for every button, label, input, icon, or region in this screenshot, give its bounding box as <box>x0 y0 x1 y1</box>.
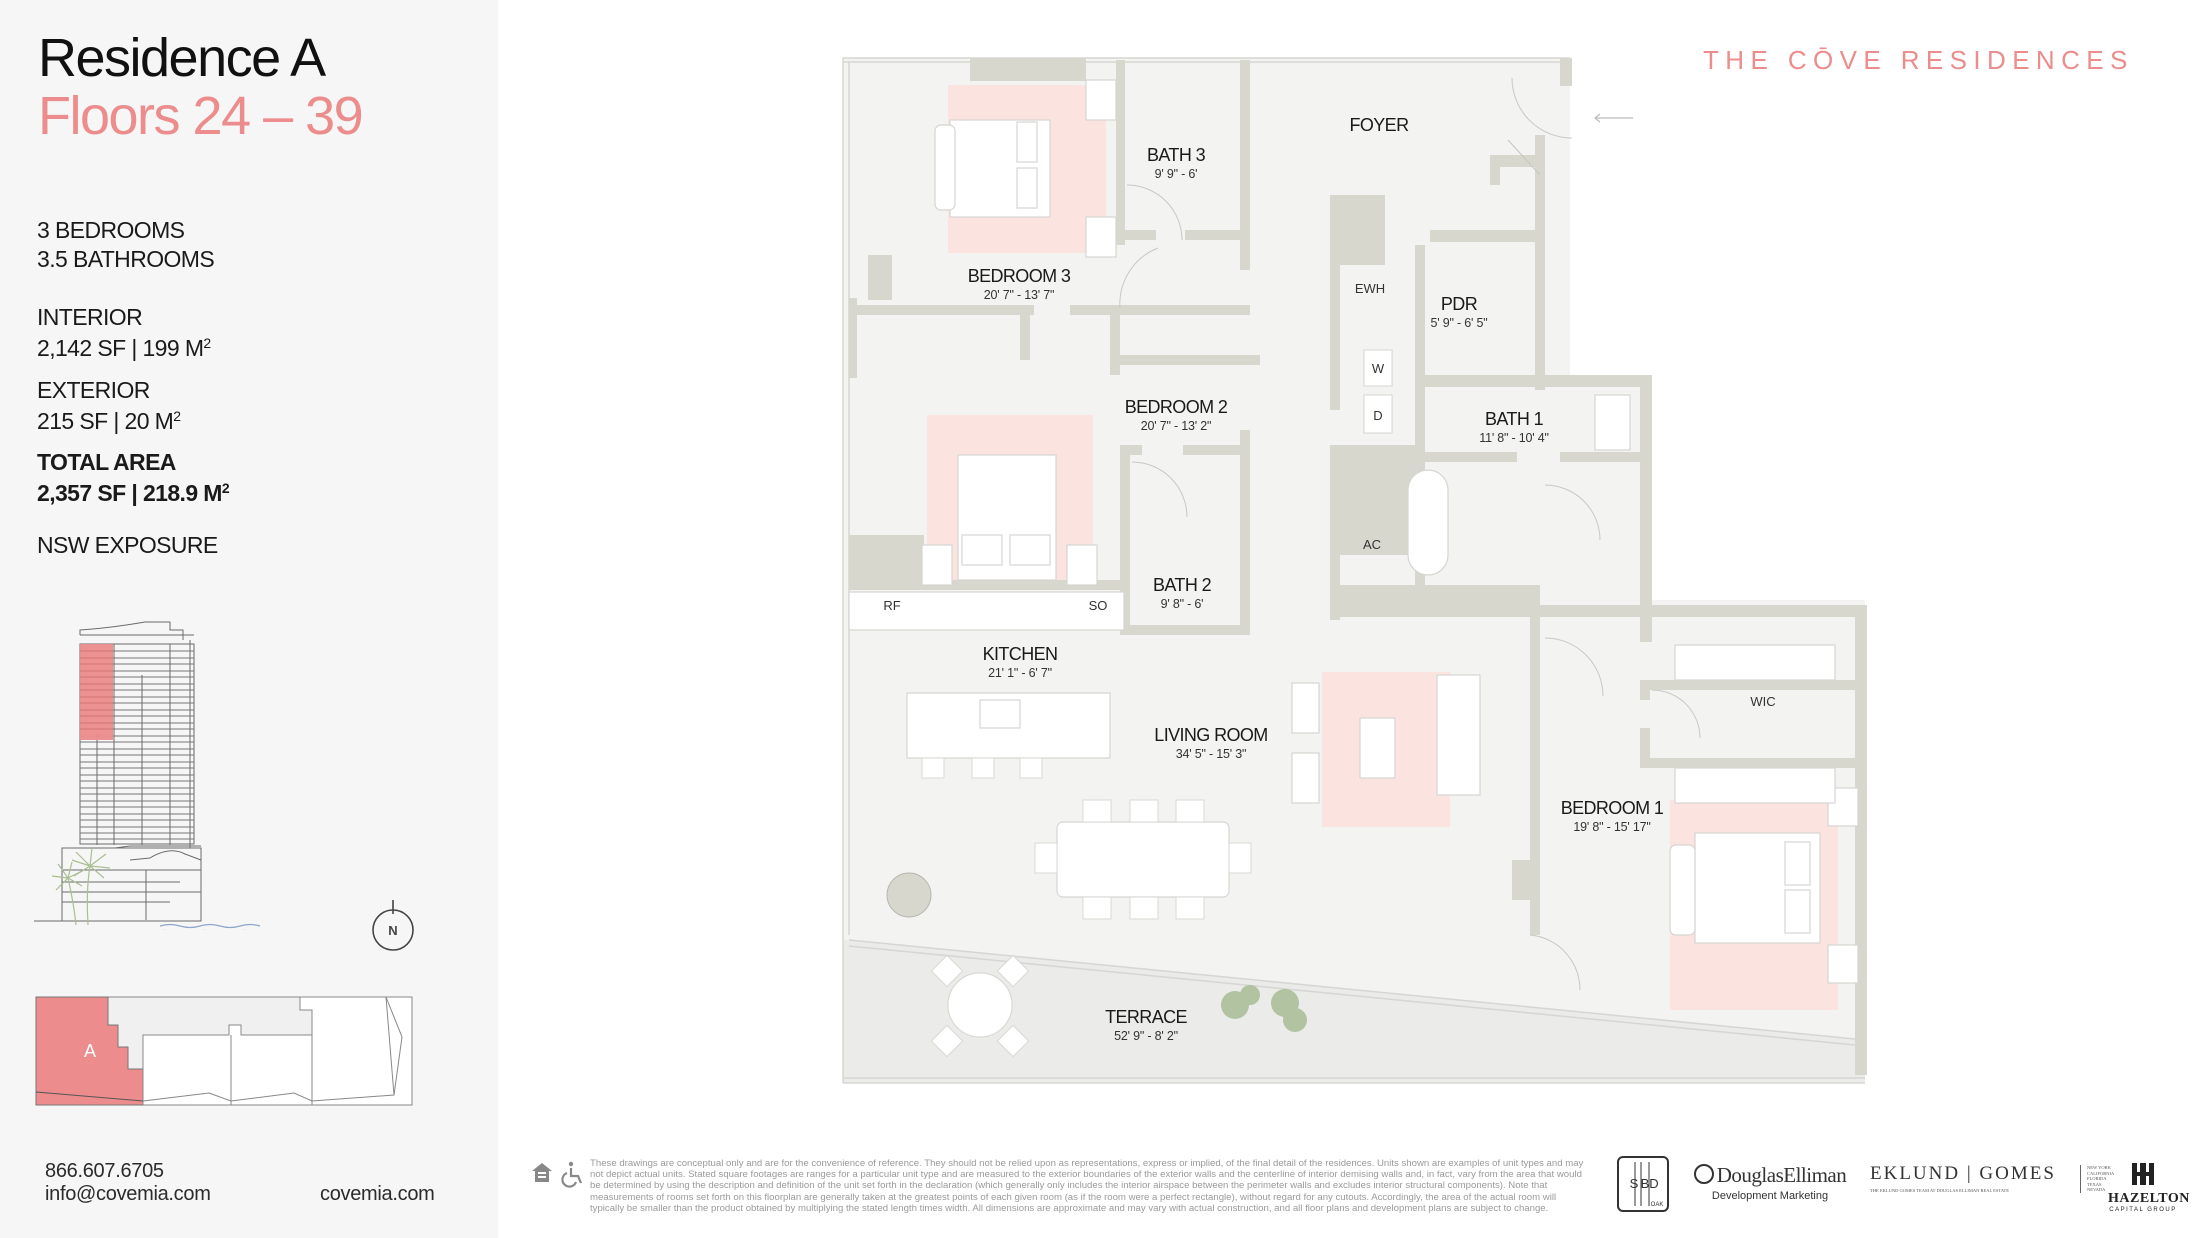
room-washer: W <box>1372 361 1385 376</box>
douglas-elliman-emblem-icon <box>1693 1164 1714 1184</box>
equal-housing-icon <box>532 1163 552 1182</box>
room-bedroom-3-dim: 20' 7" - 13' 7" <box>984 288 1054 302</box>
total-area-label: TOTAL AREA <box>37 449 176 475</box>
room-wic: WIC <box>1750 694 1775 709</box>
room-bedroom-2-dim: 20' 7" - 13' 2" <box>1141 419 1211 433</box>
room-kitchen-dim: 21' 1" - 6' 7" <box>988 666 1052 680</box>
room-pdr-dim: 5' 9" - 6' 5" <box>1431 316 1488 330</box>
bedroom-count: 3 BEDROOMS <box>37 217 185 243</box>
room-labels: FOYER BATH 3 9' 9" - 6' BEDROOM 3 20' 7"… <box>883 115 1775 1043</box>
info-sidebar: Residence A Floors 24 – 39 3 BEDROOMS 3.… <box>0 0 498 1238</box>
interior-label: INTERIOR <box>37 304 143 330</box>
brand-logo: THE CŌVE RESIDENCES <box>1703 45 2134 75</box>
compass-label: N <box>388 923 397 938</box>
hazelton-logo: HAZELTON CAPITAL GROUP <box>2108 1162 2189 1213</box>
room-kitchen: KITCHEN <box>983 644 1058 664</box>
exterior-label: EXTERIOR <box>37 377 150 403</box>
plant-icon <box>1221 985 1307 1032</box>
floor-plan: FOYER BATH 3 9' 9" - 6' BEDROOM 3 20' 7"… <box>842 57 1867 1084</box>
svg-text:B: B <box>1641 1176 1650 1191</box>
room-ewh: EWH <box>1355 281 1385 296</box>
room-ac: AC <box>1363 537 1381 552</box>
hazelton-emblem-icon <box>2132 1163 2154 1185</box>
room-bedroom-2: BEDROOM 2 <box>1125 397 1228 417</box>
interior-area: 2,142 SF | 199 M2 <box>37 335 211 361</box>
svg-text:OAK: OAK <box>1651 1202 1664 1208</box>
exterior-area: 215 SF | 20 M2 <box>37 408 181 434</box>
residence-title: Residence A <box>38 28 326 88</box>
douglas-elliman-logo: DouglasElliman Development Marketing <box>1690 1163 1850 1202</box>
floors-range: Floors 24 – 39 <box>38 86 364 146</box>
wheelchair-icon <box>561 1161 583 1188</box>
exposure: NSW EXPOSURE <box>37 532 218 558</box>
room-bath-1-dim: 11' 8" - 10' 4" <box>1479 431 1549 445</box>
legal-disclaimer: These drawings are conceptual only and a… <box>590 1158 1584 1214</box>
compass-north-icon: N <box>372 900 414 951</box>
svg-text:D: D <box>1649 1176 1658 1191</box>
room-pdr: PDR <box>1441 294 1478 314</box>
room-dryer: D <box>1373 408 1382 423</box>
building-elevation <box>34 621 261 930</box>
accessibility-icons <box>532 1161 583 1188</box>
appliance-refrigerator: RF <box>883 598 900 613</box>
key-plan: A <box>35 996 413 1106</box>
website-link[interactable]: covemia.com <box>320 1183 435 1205</box>
room-foyer: FOYER <box>1349 115 1409 135</box>
total-area: 2,357 SF | 218.9 M2 <box>37 480 230 506</box>
eklund-gomes-logo: EKLUND | GOMES THE EKLUND GOMES TEAM AT … <box>1870 1163 2115 1193</box>
room-terrace-dim: 52' 9" - 8' 2" <box>1114 1029 1178 1043</box>
room-living-room-dim: 34' 5" - 15' 3" <box>1176 747 1246 761</box>
room-bedroom-1: BEDROOM 1 <box>1561 798 1664 818</box>
room-bath-2: BATH 2 <box>1153 575 1212 595</box>
palm-tree-icon <box>51 847 111 926</box>
contact-email[interactable]: info@covemia.com <box>45 1183 211 1205</box>
sbd-oak-logo: S B D OAK <box>1617 1156 1669 1212</box>
room-bedroom-3: BEDROOM 3 <box>968 266 1071 286</box>
room-bedroom-1-dim: 19' 8" - 15' 17" <box>1573 820 1650 834</box>
bathroom-count: 3.5 BATHROOMS <box>37 246 215 272</box>
appliance-single-oven: SO <box>1089 598 1108 613</box>
unit-a-label: A <box>84 1041 96 1061</box>
room-bath-3-dim: 9' 9" - 6' <box>1155 167 1198 181</box>
room-living-room: LIVING ROOM <box>1154 725 1267 745</box>
room-terrace: TERRACE <box>1105 1007 1187 1027</box>
room-bath-3: BATH 3 <box>1147 145 1206 165</box>
contact-phone[interactable]: 866.607.6705 <box>45 1160 164 1182</box>
entry-arrow-icon <box>1594 113 1633 123</box>
svg-text:S: S <box>1630 1176 1639 1191</box>
room-bath-1: BATH 1 <box>1485 409 1544 429</box>
room-bath-2-dim: 9' 8" - 6' <box>1161 597 1204 611</box>
